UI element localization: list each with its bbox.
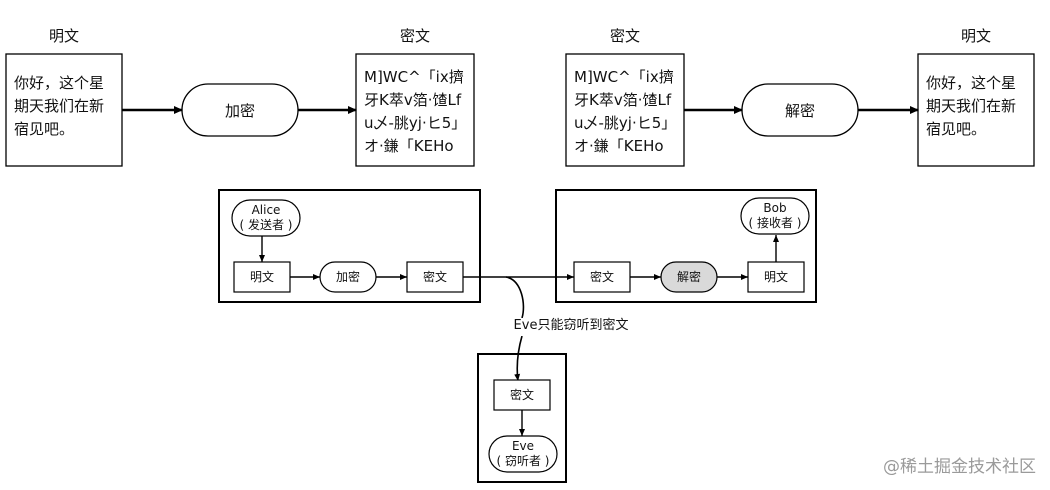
bob-label: Bob ( 接收者 ) <box>741 198 809 234</box>
sender-encrypt-label: 加密 <box>335 269 360 284</box>
receiver-decrypt-label: 解密 <box>676 269 701 284</box>
encrypt-label: 加密 <box>224 101 255 120</box>
eve-label: Eve ( 窃听者 ) <box>489 436 557 472</box>
plaintext-title-left: 明文 <box>48 26 79 45</box>
decrypt-label: 解密 <box>784 101 815 120</box>
eve-ciphertext-label: 密文 <box>509 387 534 402</box>
sender-frame <box>218 189 481 303</box>
alice-pill <box>231 199 301 237</box>
ciphertext-title-2: 密文 <box>609 26 640 45</box>
plaintext-text-right: 你好，这个星期天我们在新宿见吧。 <box>926 74 1017 138</box>
ciphertext-text-1: M]WC^「ix擠牙K萃v箔·馇Lfu乄-朓yj·ヒ5」オ·鎌「KEHo <box>364 68 467 155</box>
alice-label: Alice ( 发送者 ) <box>232 200 300 236</box>
watermark: @稀土掘金技术社区 <box>883 457 1036 477</box>
receiver-plaintext-label: 明文 <box>763 269 788 284</box>
ciphertext-box-1 <box>355 53 475 167</box>
eve-role: ( 窃听者 ) <box>496 454 550 468</box>
ciphertext-box-2 <box>565 53 685 167</box>
eve-ciphertext-box <box>493 379 551 411</box>
plaintext-text-left: 你好，这个星期天我们在新宿见吧。 <box>14 74 105 138</box>
bob-name: Bob <box>763 201 787 215</box>
receiver-plaintext-box <box>747 261 805 293</box>
receiver-ciphertext-label: 密文 <box>589 269 614 284</box>
arrow-eavesdrop <box>505 276 523 381</box>
eve-pill <box>488 435 558 473</box>
receiver-frame <box>555 189 817 303</box>
alice-name: Alice <box>251 203 281 217</box>
bob-role: ( 接收者 ) <box>748 216 802 230</box>
eve-name: Eve <box>511 439 535 453</box>
plaintext-title-right: 明文 <box>960 26 991 45</box>
plaintext-box-left <box>5 53 123 167</box>
ciphertext-text-2: M]WC^「ix擠牙K萃v箔·馇Lfu乄-朓yj·ヒ5」オ·鎌「KEHo <box>574 68 677 155</box>
alice-role: ( 发送者 ) <box>239 218 293 232</box>
eve-frame <box>477 353 567 483</box>
bob-pill <box>740 197 810 235</box>
sender-plaintext-label: 明文 <box>249 269 274 284</box>
sender-ciphertext-label: 密文 <box>422 269 447 284</box>
ciphertext-title-1: 密文 <box>399 26 430 45</box>
plaintext-box-right <box>917 53 1035 167</box>
eve-caption: Eve只能窃听到密文 <box>506 318 636 336</box>
sender-plaintext-box <box>233 261 291 293</box>
